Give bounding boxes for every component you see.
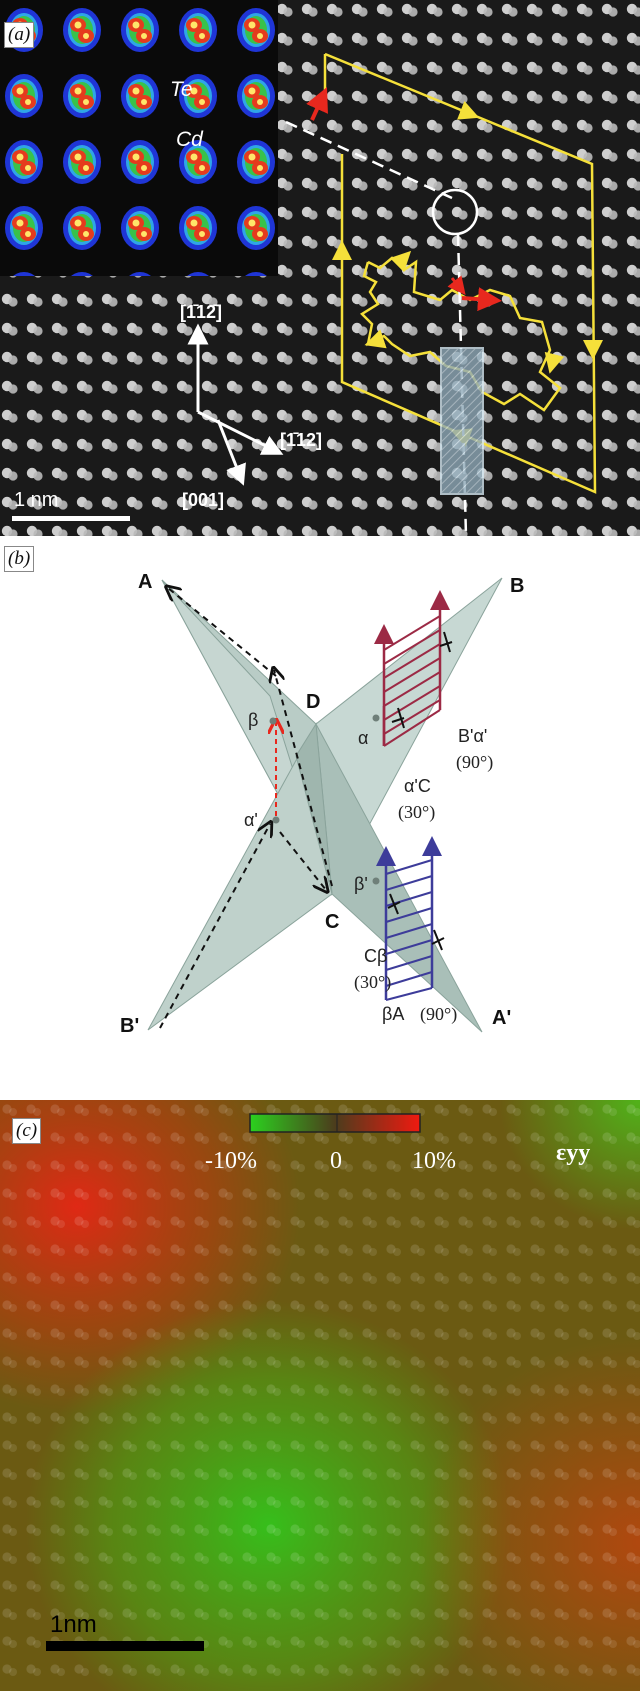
- colorbar-max-label: 10%: [412, 1148, 456, 1174]
- upper-partial-right-angle: (90°): [456, 752, 493, 773]
- vector-C-beta: [274, 670, 333, 887]
- vertex-B-prime: B': [120, 1015, 139, 1037]
- direction-label-right: [1̄12]: [280, 430, 322, 450]
- circuit-arrow: [389, 250, 412, 273]
- inset-label-te: Te: [170, 78, 193, 101]
- circuit-arrow: [457, 101, 480, 120]
- inset-label-cd: Cd: [176, 128, 204, 151]
- circuit-arrow: [364, 329, 387, 349]
- lower-partial-left-name: Cβ: [364, 946, 387, 966]
- upper-partial-right-name: B'α': [458, 726, 487, 746]
- colorbar: [249, 1113, 421, 1133]
- vertex-A-prime: A': [492, 1007, 511, 1029]
- lower-partial-left-angle: (30°): [354, 972, 391, 993]
- circuit-arrow: [544, 351, 565, 374]
- point-beta: [269, 717, 277, 725]
- panel-a-figure: Te Cd [1̄12̄] [1̄12] [001] 1 nm: [0, 0, 640, 536]
- vertex-D: D: [306, 691, 320, 713]
- scale-bar-c: [46, 1641, 204, 1651]
- vertex-A: A: [138, 571, 152, 593]
- lower-partial-right-name: βA: [382, 1004, 404, 1024]
- atom-lattice-overlay: [0, 1100, 640, 1691]
- vector-alphap-C: [279, 831, 326, 890]
- direction-label-up: [1̄12̄]: [180, 302, 222, 322]
- panel-c-strain-map: -10% 0 10% εyy 1nm (c): [0, 1100, 640, 1691]
- upper-partial-left-angle: (30°): [398, 802, 435, 823]
- label-beta-prime: β': [354, 874, 368, 894]
- panel-a-haadf-image: Te Cd [1̄12̄] [1̄12] [001] 1 nm (a: [0, 0, 640, 536]
- panel-b-dislocation-diagram: A B D C B' A' β α α' β' α'C (30°) B'α' (…: [0, 536, 640, 1100]
- vertex-C: C: [325, 911, 339, 933]
- scale-bar-label-a: 1 nm: [14, 489, 58, 511]
- point-alpha: [372, 714, 380, 722]
- dashed-line-upper: [285, 120, 453, 200]
- label-alpha: α: [358, 728, 368, 748]
- burgers-vector-upper: [306, 87, 328, 121]
- label-alpha-prime: α': [244, 810, 258, 830]
- inset-color-map: [0, 0, 278, 276]
- direction-arrow-down: [216, 419, 246, 486]
- vertex-B: B: [510, 575, 524, 597]
- upper-partial-ribbon: [374, 590, 453, 747]
- burgers-vector-lower: [461, 287, 502, 312]
- dislocation-core-circle: [431, 188, 479, 236]
- direction-arrow-right: [197, 410, 284, 455]
- panel-label-a: (a): [4, 22, 35, 48]
- vector-beta-A: [168, 588, 277, 677]
- burgers-circuit-inner: [360, 256, 562, 412]
- panel-label-c: (c): [12, 1118, 42, 1144]
- scale-bar-a: [12, 516, 130, 521]
- panel-b-figure: A B D C B' A' β α α' β' α'C (30°) B'α' (…: [120, 571, 524, 1037]
- scale-bar-label-c: 1nm: [50, 1611, 97, 1638]
- burgers-circuit-outer: [324, 52, 597, 494]
- lower-partial-ribbon: [376, 836, 445, 1001]
- panel-label-b: (b): [4, 546, 35, 572]
- stacking-fault-box: [440, 347, 484, 495]
- direction-label-down: [001]: [182, 490, 224, 510]
- label-beta: β: [248, 710, 258, 730]
- colorbar-mid-label: 0: [330, 1148, 342, 1174]
- upper-partial-left-name: α'C: [404, 776, 431, 796]
- colorbar-min-label: -10%: [205, 1148, 257, 1174]
- vector-Bp-alphap: [159, 824, 270, 1029]
- panel-c-figure: -10% 0 10% εyy 1nm: [0, 1100, 640, 1691]
- burgers-vector-small: [447, 275, 466, 296]
- lower-partial-right-angle: (90°): [420, 1004, 457, 1025]
- point-alpha-prime: [272, 816, 280, 824]
- strain-component-label: εyy: [556, 1140, 590, 1166]
- point-beta-prime: [372, 877, 380, 885]
